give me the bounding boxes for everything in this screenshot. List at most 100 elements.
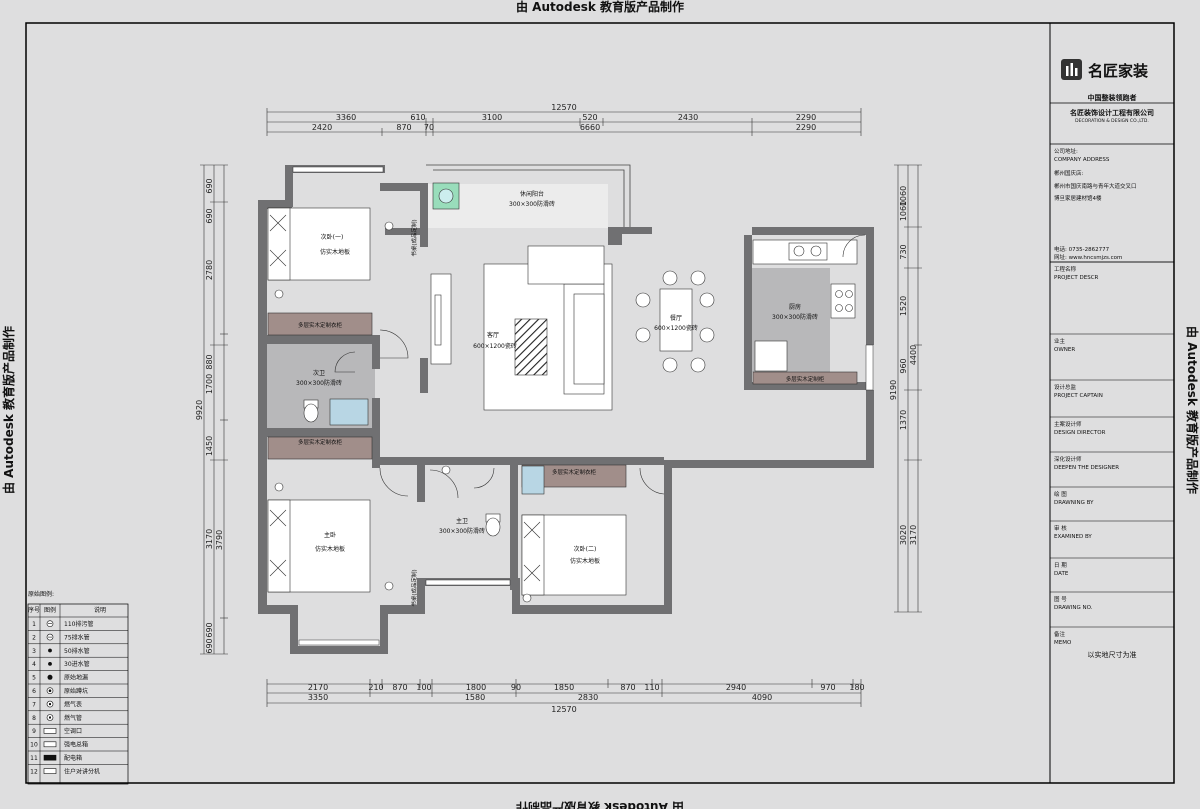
address-label: 公司地址: bbox=[1054, 147, 1078, 155]
title-row-label-en: DEEPEN THE DESIGNER bbox=[1054, 465, 1119, 471]
legend-row-desc: 原始地漏 bbox=[64, 674, 88, 682]
kitchen-floor: 300×300防滑砖 bbox=[772, 313, 818, 321]
dimension-value: 3350 bbox=[308, 693, 328, 702]
title-row-label-en: PROJECT CAPTAIN bbox=[1054, 393, 1103, 399]
walls bbox=[258, 165, 874, 654]
legend-header-icon: 图例 bbox=[44, 606, 56, 614]
wardrobe-label-1: 多层实木定制衣柜 bbox=[298, 321, 343, 329]
legend-symbol-icon bbox=[46, 714, 54, 721]
legend-symbol-icon bbox=[48, 648, 52, 653]
legend-symbol-icon bbox=[46, 687, 54, 695]
dimension-value: 1850 bbox=[554, 683, 574, 692]
title-row-label: 工程名称 bbox=[1054, 265, 1077, 273]
dimension-value: 520 bbox=[582, 113, 597, 122]
title-row-label: 绘 图 bbox=[1054, 490, 1067, 498]
dimension-value: 880 bbox=[205, 354, 214, 369]
title-row-label-en: DESIGN DIRECTOR bbox=[1054, 430, 1106, 436]
title-row-label-en: EXAMINED BY bbox=[1054, 534, 1092, 540]
dimension-value: 2940 bbox=[726, 683, 746, 692]
bedroom1-desk: 书桌(成品定制) bbox=[410, 219, 418, 256]
legend-row-desc: 110排污管 bbox=[64, 620, 93, 628]
balcony-rails bbox=[426, 164, 631, 227]
legend-row-desc: 30进水管 bbox=[64, 660, 90, 668]
address-line1: 郴州市国庆南路与青年大道交叉口 bbox=[1054, 182, 1137, 190]
living-floor: 600×1200瓷砖 bbox=[473, 342, 517, 350]
dimension-value: 2830 bbox=[578, 693, 598, 702]
legend-row-no: 10 bbox=[30, 742, 38, 749]
dimension-value: 870 bbox=[392, 683, 407, 692]
dimension-value: 2290 bbox=[796, 123, 816, 132]
dimension-value: 690 bbox=[205, 208, 214, 223]
legend-header-no: 序号 bbox=[28, 606, 40, 614]
legend-symbol-icon bbox=[46, 633, 54, 641]
title-row-label-en: DRAWNING BY bbox=[1054, 500, 1094, 506]
bedroom1-name: 次卧(一) bbox=[321, 233, 344, 241]
title-row-label-en: DATE bbox=[1054, 571, 1069, 577]
watermark-left: 由 Autodesk 教育版产品制作 bbox=[1, 326, 16, 494]
dimension-value: 100 bbox=[416, 683, 431, 692]
legend-symbol-icon bbox=[48, 662, 52, 666]
legend-row-no: 2 bbox=[32, 634, 36, 641]
legend-symbol-icon bbox=[47, 674, 53, 680]
title-row-label: 业主 bbox=[1054, 337, 1066, 345]
dimension-value: 110 bbox=[644, 683, 659, 692]
legend-symbol-icon bbox=[46, 700, 54, 708]
dimension-value: 1450 bbox=[205, 436, 214, 456]
watermark-top: 由 Autodesk 教育版产品制作 bbox=[516, 0, 684, 14]
memo-note: 以实地尺寸为准 bbox=[1088, 650, 1137, 659]
legend-header-desc: 说明 bbox=[94, 606, 106, 614]
title-row-label-en: PROJECT DESCR bbox=[1054, 275, 1099, 281]
dimension-value: 1370 bbox=[899, 410, 908, 430]
dimension-value: 690 bbox=[205, 178, 214, 193]
master-floor: 仿实木地板 bbox=[315, 545, 345, 553]
dimension-value: 3020 bbox=[899, 525, 908, 545]
title-row-label-en: MEMO bbox=[1054, 640, 1072, 646]
dimension-value: 90 bbox=[511, 683, 521, 692]
dimension-value: 2290 bbox=[796, 113, 816, 122]
master-name: 主卧 bbox=[324, 531, 336, 539]
second-bath-name: 次卫 bbox=[313, 369, 325, 377]
store-label: 郴州国庆店: bbox=[1054, 169, 1084, 177]
dimension-value: 2420 bbox=[312, 123, 332, 132]
dimension-value: 690 bbox=[205, 622, 214, 637]
balcony-name: 休闲阳台 bbox=[520, 190, 544, 198]
legend-row-no: 7 bbox=[32, 701, 36, 708]
legend-row-desc: 空调口 bbox=[64, 727, 82, 735]
watermark-right: 由 Autodesk 教育版产品制作 bbox=[1185, 326, 1200, 494]
furniture bbox=[267, 182, 858, 603]
second-bath-floor: 300×300防滑砖 bbox=[296, 379, 342, 387]
living-name: 客厅 bbox=[487, 331, 499, 339]
title-row-label-en: OWNER bbox=[1054, 347, 1075, 353]
dimension-value: 960 bbox=[899, 358, 908, 373]
legend-row-no: 4 bbox=[32, 661, 36, 668]
title-block: 名匠家装 中国整装领跑者 名匠装饰设计工程有限公司 DECORATION & D… bbox=[1049, 23, 1174, 783]
legend-row-no: 9 bbox=[32, 728, 36, 735]
legend-row-desc: 50排水管 bbox=[64, 647, 90, 655]
dimension-value: 180 bbox=[849, 683, 864, 692]
dimension-value: 210 bbox=[368, 683, 383, 692]
master-bath-floor: 300×300防滑砖 bbox=[439, 527, 485, 535]
dimension-value: 12570 bbox=[551, 103, 576, 112]
brand-name: 名匠家装 bbox=[1088, 62, 1149, 80]
dimension-value: 9190 bbox=[889, 380, 898, 400]
website: 网址: www.hncsmjzs.com bbox=[1054, 253, 1122, 261]
dimension-value: 3100 bbox=[482, 113, 502, 122]
dimension-value: 1800 bbox=[466, 683, 486, 692]
dining-floor: 600×1200瓷砖 bbox=[654, 324, 698, 332]
bedroom2-name: 次卧(二) bbox=[574, 545, 597, 553]
brand-slogan: 中国整装领跑者 bbox=[1088, 93, 1137, 102]
wardrobe-label-3: 多层实木定制衣柜 bbox=[552, 468, 597, 476]
dimension-value: 690 bbox=[205, 638, 214, 653]
bedroom1-floor: 仿实木地板 bbox=[320, 248, 350, 256]
legend-symbol-icon bbox=[43, 768, 57, 774]
legend-row-no: 6 bbox=[32, 688, 36, 695]
title-row-label: 审 核 bbox=[1054, 524, 1067, 532]
windows bbox=[292, 166, 874, 646]
dimension-value: 730 bbox=[899, 244, 908, 259]
title-row-label: 图 号 bbox=[1054, 595, 1067, 603]
master-desk: 书桌(成品定制) bbox=[410, 569, 418, 606]
legend-row-no: 5 bbox=[32, 675, 36, 682]
dimension-value: 70 bbox=[424, 123, 434, 132]
dimension-value: 870 bbox=[396, 123, 411, 132]
